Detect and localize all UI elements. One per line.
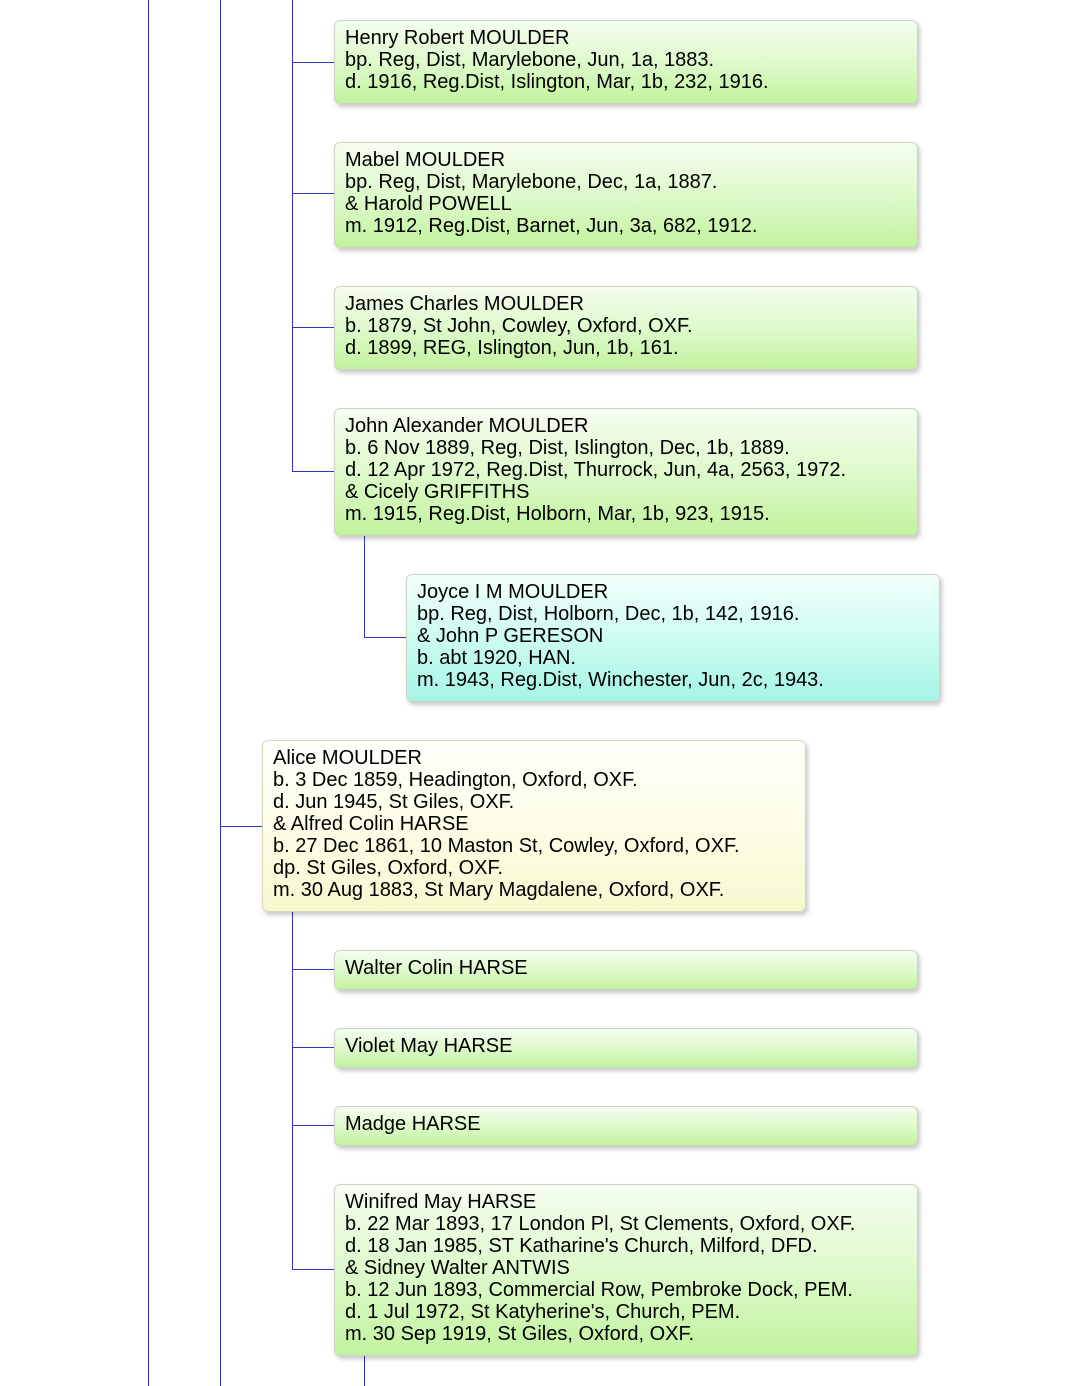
spouse-name: & Alfred Colin HARSE — [273, 813, 469, 835]
connector-henry — [292, 62, 334, 63]
spouse-name: & Cicely GRIFFITHS — [345, 481, 530, 503]
birth-detail: b. 6 Nov 1889, Reg, Dist, Islington, Dec… — [345, 437, 790, 459]
person-name: Joyce I M MOULDER — [417, 581, 609, 603]
birth-detail: b. 3 Dec 1859, Headington, Oxford, OXF. — [273, 769, 638, 791]
connector-john — [292, 471, 334, 472]
person-box-alice-moulder[interactable]: Alice MOULDER b. 3 Dec 1859, Headington,… — [262, 740, 806, 912]
person-name: John Alexander MOULDER — [345, 415, 589, 437]
person-name: Mabel MOULDER — [345, 149, 506, 171]
person-box-walter-colin-harse[interactable]: Walter Colin HARSE — [334, 950, 918, 990]
connector-james — [292, 327, 334, 328]
spouse-birth-detail: b. 27 Dec 1861, 10 Maston St, Cowley, Ox… — [273, 835, 740, 857]
baptism-detail: bp. Reg, Dist, Marylebone, Jun, 1a, 1883… — [345, 49, 715, 71]
person-name: Madge HARSE — [345, 1113, 481, 1135]
person-box-mabel-moulder[interactable]: Mabel MOULDER bp. Reg, Dist, Marylebone,… — [334, 142, 918, 248]
death-detail: d. 1899, REG, Islington, Jun, 1b, 161. — [345, 337, 679, 359]
person-name: Walter Colin HARSE — [345, 957, 528, 979]
person-box-violet-may-harse[interactable]: Violet May HARSE — [334, 1028, 918, 1068]
death-detail: d. 18 Jan 1985, ST Katharine's Church, M… — [345, 1235, 818, 1257]
spouse-death-detail: d. 1 Jul 1972, St Katyherine's, Church, … — [345, 1301, 741, 1323]
baptism-detail: bp. Reg, Dist, Holborn, Dec, 1b, 142, 19… — [417, 603, 800, 625]
marriage-detail: m. 30 Sep 1919, St Giles, Oxford, OXF. — [345, 1323, 695, 1345]
marriage-detail: m. 1915, Reg.Dist, Holborn, Mar, 1b, 923… — [345, 503, 770, 525]
person-name: Alice MOULDER — [273, 747, 422, 769]
birth-detail: b. 1879, St John, Cowley, Oxford, OXF. — [345, 315, 693, 337]
person-name: Henry Robert MOULDER — [345, 27, 570, 49]
person-name: James Charles MOULDER — [345, 293, 584, 315]
connector-walter — [292, 969, 334, 970]
death-detail: d. Jun 1945, St Giles, OXF. — [273, 791, 515, 813]
spouse-birth-detail: b. 12 Jun 1893, Commercial Row, Pembroke… — [345, 1279, 853, 1301]
spouse-name: & Sidney Walter ANTWIS — [345, 1257, 570, 1279]
child-line-john — [364, 536, 365, 638]
person-box-henry-robert-moulder[interactable]: Henry Robert MOULDER bp. Reg, Dist, Mary… — [334, 20, 918, 104]
person-box-james-charles-moulder[interactable]: James Charles MOULDER b. 1879, St John, … — [334, 286, 918, 370]
death-detail: d. 12 Apr 1972, Reg.Dist, Thurrock, Jun,… — [345, 459, 847, 481]
connector-madge — [292, 1125, 334, 1126]
marriage-detail: m. 1912, Reg.Dist, Barnet, Jun, 3a, 682,… — [345, 215, 758, 237]
spouse-name: & John P GERESON — [417, 625, 604, 647]
connector-mabel — [292, 193, 334, 194]
connector-violet — [292, 1047, 334, 1048]
connector-winifred — [292, 1269, 334, 1270]
spouse-death-detail: dp. St Giles, Oxford, OXF. — [273, 857, 504, 879]
connector-alice — [220, 826, 262, 827]
spouse-name: & Harold POWELL — [345, 193, 512, 215]
spouse-birth-detail: b. abt 1920, HAN. — [417, 647, 576, 669]
sibling-line-moulder — [292, 0, 293, 472]
child-line-winifred — [364, 1356, 365, 1386]
person-box-winifred-may-harse[interactable]: Winifred May HARSE b. 22 Mar 1893, 17 Lo… — [334, 1184, 918, 1356]
death-detail: d. 1916, Reg.Dist, Islington, Mar, 1b, 2… — [345, 71, 769, 93]
person-box-joyce-i-m-moulder[interactable]: Joyce I M MOULDER bp. Reg, Dist, Holborn… — [406, 574, 940, 702]
person-box-madge-harse[interactable]: Madge HARSE — [334, 1106, 918, 1146]
marriage-detail: m. 1943, Reg.Dist, Winchester, Jun, 2c, … — [417, 669, 824, 691]
person-box-john-alexander-moulder[interactable]: John Alexander MOULDER b. 6 Nov 1889, Re… — [334, 408, 918, 536]
person-name: Winifred May HARSE — [345, 1191, 537, 1213]
birth-detail: b. 22 Mar 1893, 17 London Pl, St Clement… — [345, 1213, 856, 1235]
baptism-detail: bp. Reg, Dist, Marylebone, Dec, 1a, 1887… — [345, 171, 718, 193]
connector-joyce — [364, 637, 406, 638]
ancestor-line-inner — [220, 0, 221, 1386]
ancestor-line-outer — [148, 0, 149, 1386]
child-line-alice — [292, 912, 293, 1270]
marriage-detail: m. 30 Aug 1883, St Mary Magdalene, Oxfor… — [273, 879, 725, 901]
person-name: Violet May HARSE — [345, 1035, 513, 1057]
